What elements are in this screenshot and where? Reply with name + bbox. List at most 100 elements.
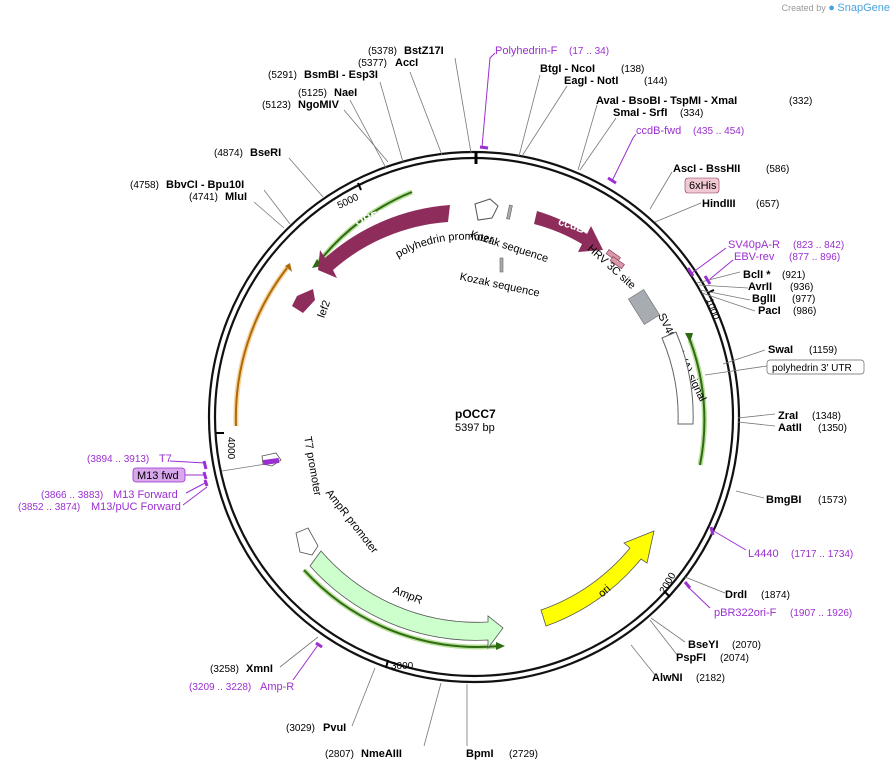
backbone-outer [207,150,741,684]
tick-2000 [663,590,671,598]
site-name-eagi: EagI - NotI [564,75,618,87]
site-name-mlui: MluI [225,191,247,203]
site-name-bbvci: BbvCI - Bpu10I [166,179,244,191]
feature-kozak-1 [506,204,513,220]
feature-t7 [262,457,280,466]
tick-5000 [357,182,362,191]
site-pos-avai: (332) [789,96,812,107]
site-name-paci: PacI [758,305,781,317]
plasmid-name: pOCC7 [455,407,496,421]
snapgene-logo: ● [828,2,835,14]
site-pos-drdi: (1874) [761,590,790,601]
feature-lef2[interactable] [292,289,315,313]
site-pos-eagi: (144) [644,76,667,87]
primer-name-sv40pa-r: SV40pA-R [728,239,780,251]
tick-label-4000: 4000 [225,437,236,460]
primer-arrowhead-right [685,333,693,343]
feature-ampr-promoter [295,527,319,556]
leader-lines [221,57,776,747]
site-pos-smai: (334) [680,108,703,119]
feature-polyhedrin-3utr [661,331,694,425]
site-pos-ngomiv: (5123) [262,100,291,111]
feature-label-ampr-promoter: AmpR promoter [323,487,380,556]
his-tag-label: 6xHis [689,180,717,192]
site-pos-bseyi: (2070) [732,640,761,651]
feature-ccdb[interactable] [534,211,603,252]
credit-brand: SnapGene [837,2,890,14]
feature-sv40 [628,289,660,325]
site-name-ngomiv: NgoMIV [298,99,340,111]
site-pos-avrii: (936) [790,282,813,293]
primer-name-ebv-rev: EBV-rev [734,251,775,263]
feature-hrv-3c [609,256,625,270]
his-tag-box [684,177,720,194]
feature-label-hrv-3c: HRV 3C site [585,243,638,292]
site-pos-xmni: (3258) [210,664,239,675]
snapgene-credit: Created by ● SnapGene [782,2,890,14]
primer-arrow-orange-halo [233,266,289,427]
site-pos-acci: (5377) [358,58,387,69]
tick-1000 [706,289,715,294]
site-name-pspfi: PspFI [676,652,706,664]
site-pos-bseri: (4874) [214,148,243,159]
primer-arrow-right [689,339,706,466]
site-pos-zrai: (1348) [812,411,841,422]
primer-pos-l4440: (1717 .. 1734) [791,549,853,560]
primer-arrow-orange [234,267,288,427]
site-pos-hindiii: (657) [756,199,779,210]
primer-name-m13-forward: M13 Forward [113,489,178,501]
utr-label: polyhedrin 3' UTR [772,363,852,374]
site-pos-nmeaiii: (2807) [325,749,354,760]
primer-name-pbr322ori-f: pBR322ori-F [714,607,777,619]
primer-pos-pbr322ori-f: (1907 .. 1926) [790,608,852,619]
site-name-aatii: AatII [778,422,802,434]
feature-label-ampr: AmpR [391,584,424,607]
primer-pos-ebv-rev: (877 .. 896) [789,252,840,263]
site-pos-mlui: (4741) [189,192,218,203]
site-pos-btgi: (138) [621,64,644,75]
site-pos-bbvci: (4758) [130,180,159,191]
backbone-inner [213,156,735,678]
primer-pos-sv40pa-r: (823 .. 842) [793,240,844,251]
primer-pos-polyhedrin-f: (17 .. 34) [569,46,609,57]
feature-label-kozak-1: Kozak sequence [469,229,550,266]
site-pos-paci: (986) [793,306,816,317]
site-name-drdi: DrdI [725,589,747,601]
feature-ampr[interactable] [309,550,504,650]
site-name-bseyi: BseYI [688,639,719,651]
site-name-btgi: BtgI - NcoI [540,63,595,75]
feature-ori[interactable] [540,530,655,627]
primer-pos-m13-forward: (3866 .. 3883) [41,490,103,501]
m13-fwd-label: M13 fwd [137,470,179,482]
feature-polyhedrin-promoter[interactable] [474,198,499,221]
credit-text: Created by [781,3,826,13]
site-pos-bcli: (921) [782,270,805,281]
site-name-pvui: PvuI [323,722,346,734]
site-pos-naei: (5125) [298,88,327,99]
primer-pos-amp-r: (3209 .. 3228) [189,682,251,693]
site-name-nmeaiii: NmeAIII [361,748,402,760]
primer-labels: Polyhedrin-F (17 .. 34) ccdB-fwd (435 ..… [18,45,853,693]
site-name-bstz17i: BstZ17I [404,45,444,57]
site-name-acci: AccI [395,57,418,69]
primer-arrowhead-orange [285,263,292,272]
site-name-bseri: BseRI [250,147,281,159]
tick-label-1000: 1000 [703,297,721,322]
site-name-bmgbi: BmgBI [766,494,801,506]
utr-box [766,359,865,375]
feature-label-t7-promoter: T7 promoter [301,436,323,497]
site-name-avrii: AvrII [748,281,772,293]
tick-label-2000: 2000 [658,571,679,596]
site-pos-bstz17i: (5378) [368,46,397,57]
primer-pos-t7: (3894 .. 3913) [87,454,149,465]
site-pos-swai: (1159) [809,345,837,356]
site-pos-bmgbi: (1573) [818,495,847,506]
restriction-site-labels: (5378) BstZ17I (5377) AccI (5291) BsmBI … [130,45,847,760]
site-name-swai: SwaI [768,344,793,356]
site-pos-bpmi: (2729) [509,749,538,760]
feature-orf603[interactable] [318,205,450,278]
site-pos-aatii: (1350) [818,423,847,434]
tick-label-3000: 3000 [391,661,414,672]
site-name-hindiii: HindIII [702,198,736,210]
tick-3000 [385,659,389,669]
